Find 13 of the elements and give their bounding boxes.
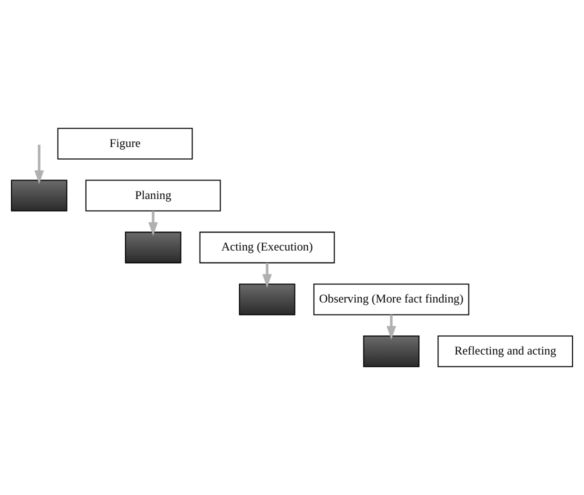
node-box: Figure (57, 128, 193, 160)
node-box (10, 180, 68, 212)
node-box: Acting (Execution) (199, 232, 335, 264)
node-box: Reflecting and acting (438, 335, 574, 368)
arrow (34, 144, 44, 184)
node-box (363, 335, 420, 368)
node-box: Planing (85, 180, 221, 212)
node-box: Observing (More fact finding) (313, 284, 470, 316)
arrow (148, 210, 158, 236)
node-box (238, 284, 296, 316)
arrow (386, 314, 396, 340)
arrow (262, 262, 272, 288)
node-box (124, 232, 182, 264)
